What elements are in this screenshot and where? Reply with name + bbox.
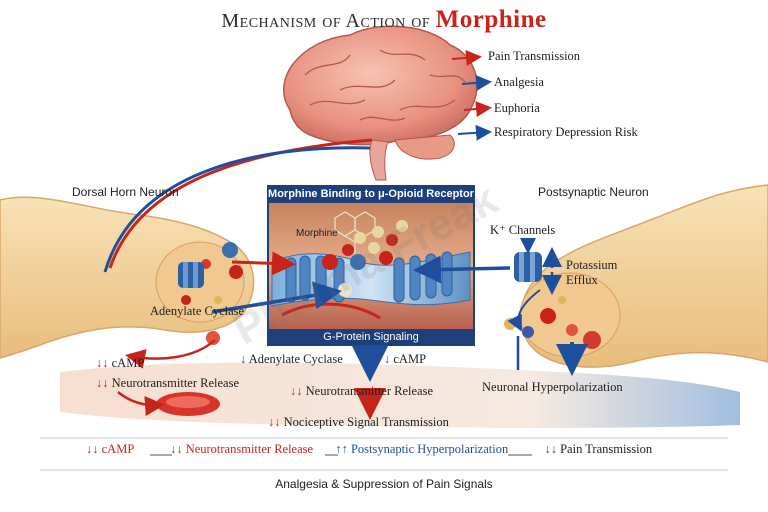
- cascade-signal-arrows: ↓↓: [268, 415, 281, 429]
- cascade-release-label: Neurotransmitter Release: [305, 384, 434, 398]
- effect-respiratory-depression: Respiratory Depression Risk: [494, 125, 638, 139]
- potassium-channel-protein: [514, 252, 542, 282]
- summary-camp-arrows: ↓↓: [86, 442, 99, 456]
- left-adenylate-cyclase-label: Adenylate Cyclase: [150, 304, 245, 318]
- left-camp-arrows: ↓↓: [96, 356, 109, 370]
- effect-pain-transmission: Pain Transmission: [488, 49, 581, 63]
- page-title: Mechanism of Action of Morphine: [0, 6, 768, 34]
- adenylate-cyclase-protein: [178, 262, 204, 288]
- left-camp-label: cAMP: [111, 356, 145, 370]
- summary-pain-label: Pain Transmission: [560, 442, 653, 456]
- efflux-label: Efflux: [566, 273, 598, 287]
- summary-hyperpolarization-label: Postsynaptic Hyperpolarization: [350, 442, 509, 456]
- brain-illustration: [283, 25, 478, 181]
- right-neuron-title: Postsynaptic Neuron: [538, 185, 649, 199]
- cascade-camp-label: cAMP: [393, 352, 427, 366]
- receptor-panel-title: Morphine Binding to μ-Opioid Receptor: [268, 186, 474, 203]
- title-prefix: Mechanism of Action of: [221, 10, 431, 32]
- cascade-camp-arrow: ↓: [384, 352, 391, 366]
- neuronal-hyperpolarization-label: Neuronal Hyperpolarization: [482, 380, 623, 394]
- effect-analgesia: Analgesia: [494, 75, 544, 89]
- cascade-release-arrows: ↓↓: [290, 384, 303, 398]
- caption: Analgesia & Suppression of Pain Signals: [275, 477, 493, 491]
- k-channels-label: K⁺ Channels: [490, 223, 556, 237]
- summary-row: ↓↓ cAMP ↓↓ Neurotransmitter Release ↑↑ P…: [86, 442, 652, 457]
- g-protein-signaling-label: G-Protein Signaling: [268, 329, 474, 345]
- potassium-label: Potassium: [566, 258, 618, 272]
- cascade-signal-label: Nociceptive Signal Transmission: [283, 415, 449, 429]
- summary-camp-label: cAMP: [101, 442, 134, 456]
- left-release-label: Neurotransmitter Release: [111, 376, 240, 390]
- left-neuron-title: Dorsal Horn Neuron: [72, 185, 179, 199]
- summary-hyperpolarization-arrows: ↑↑: [335, 442, 348, 456]
- cascade-enzyme-label: Adenylate Cyclase: [248, 352, 343, 366]
- morphine-ligand-label: Morphine: [296, 228, 338, 239]
- summary-release-label: Neurotransmitter Release: [185, 442, 314, 456]
- summary-release-arrows: ↓↓: [170, 442, 183, 456]
- left-release-arrows: ↓↓: [96, 376, 109, 390]
- title-drug: Morphine: [435, 6, 547, 33]
- effect-euphoria: Euphoria: [494, 101, 540, 115]
- summary-pain-arrows: ↓↓: [544, 442, 557, 456]
- cascade-enzyme-arrow: ↓: [240, 352, 247, 366]
